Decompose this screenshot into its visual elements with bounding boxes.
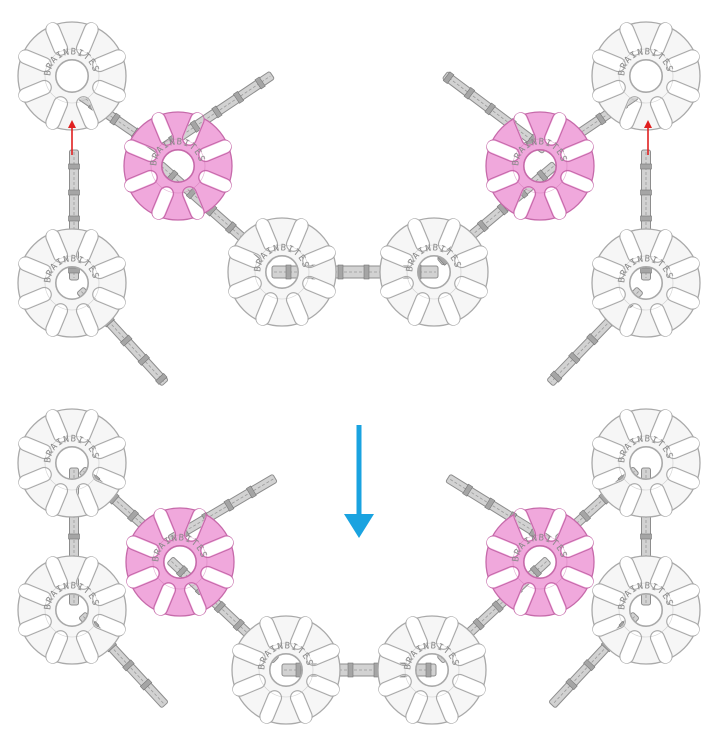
center-hole <box>414 652 450 688</box>
piece-body <box>125 507 235 617</box>
piece-body <box>17 555 127 665</box>
piece-layer: BRAINBITESBRAINBITESBRAINBITESBRAINBITES… <box>17 21 701 725</box>
center-hole <box>160 148 196 184</box>
piece-body <box>591 555 701 665</box>
center-hole <box>54 265 90 301</box>
center-hole <box>522 544 558 580</box>
piece-bottom-right-upper: BRAINBITES <box>591 408 701 518</box>
center-hole <box>628 445 664 481</box>
center-hole <box>416 254 452 290</box>
piece-top-right-upper: BRAINBITES <box>591 21 701 131</box>
arrow-up-icon <box>644 120 652 155</box>
piece-body <box>591 228 701 338</box>
piece-bottom-right-lower: BRAINBITES <box>591 555 701 665</box>
piece-body <box>485 507 595 617</box>
piece-bottom-left-pink: BRAINBITES <box>125 507 235 617</box>
center-hole <box>54 58 90 94</box>
center-hole <box>54 592 90 628</box>
center-hole <box>628 265 664 301</box>
piece-bottom-right-pink: BRAINBITES <box>485 507 595 617</box>
piece-top-left-pink: BRAINBITES <box>123 111 233 221</box>
center-hole <box>628 58 664 94</box>
arrow-up-icon <box>68 120 76 155</box>
piece-body <box>231 615 341 725</box>
center-hole <box>162 544 198 580</box>
piece-top-right-lower: BRAINBITES <box>591 228 701 338</box>
piece-top-center-left: BRAINBITES <box>227 217 337 327</box>
piece-body <box>17 228 127 338</box>
center-hole <box>54 445 90 481</box>
piece-body <box>591 408 701 518</box>
piece-body <box>227 217 337 327</box>
piece-top-right-pink: BRAINBITES <box>485 111 595 221</box>
piece-top-left-lower: BRAINBITES <box>17 228 127 338</box>
piece-body <box>377 615 487 725</box>
center-hole <box>628 592 664 628</box>
piece-bottom-center-right: BRAINBITES <box>377 615 487 725</box>
piece-body <box>591 21 701 131</box>
piece-bottom-left-upper: BRAINBITES <box>17 408 127 518</box>
piece-body <box>123 111 233 221</box>
center-hole <box>268 652 304 688</box>
piece-body <box>17 408 127 518</box>
piece-body <box>379 217 489 327</box>
arrow-layer <box>68 120 652 538</box>
piece-top-center-right: BRAINBITES <box>379 217 489 327</box>
piece-body <box>485 111 595 221</box>
arrow-down-icon <box>344 425 374 538</box>
piece-bottom-center-left: BRAINBITES <box>231 615 341 725</box>
piece-top-left-upper: BRAINBITES <box>17 21 127 131</box>
center-hole <box>264 254 300 290</box>
center-hole <box>522 148 558 184</box>
piece-bottom-left-lower: BRAINBITES <box>17 555 127 665</box>
